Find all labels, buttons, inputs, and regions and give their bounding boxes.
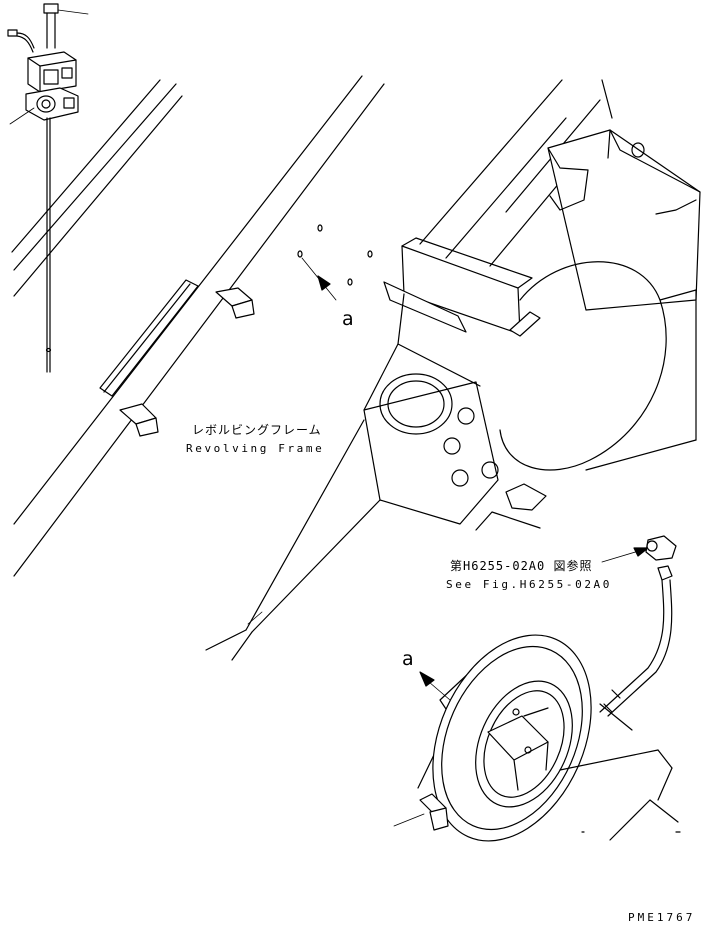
frame-edge-lines [11,75,385,577]
revolving-frame-rail [99,279,255,437]
detail-a-label-top: a [342,308,354,330]
revolving-frame-housing [205,79,701,661]
reference-label-en: See Fig.H6255-02A0 [446,578,613,591]
elbow-fitting-and-hose [599,535,677,717]
revolving-frame-label-en: Revolving Frame [186,442,325,455]
revolving-frame-label-jp: レボルビングフレーム [192,423,322,437]
swing-bearing-assembly [393,634,681,842]
reference-label-jp: 第H6255-02A0 図参照 [450,559,593,573]
pressure-switch-assembly [7,3,89,373]
drawing-code: PME1767 [628,911,696,924]
detail-a-label-bottom: a [402,648,414,670]
mounting-holes [297,224,373,301]
